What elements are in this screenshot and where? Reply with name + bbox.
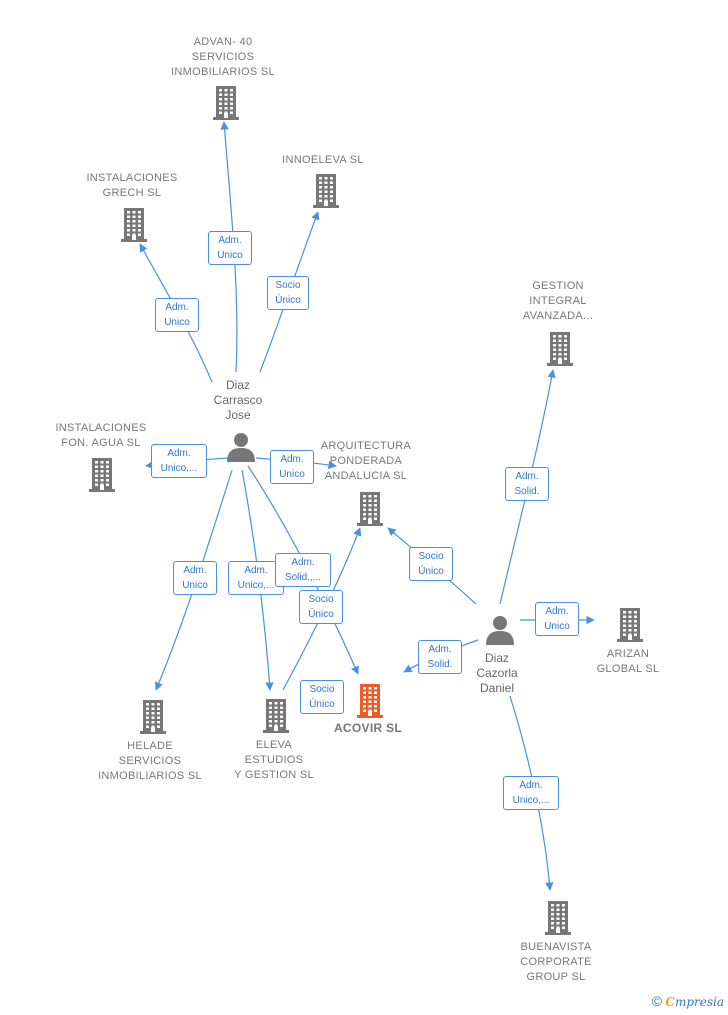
building-icon[interactable] bbox=[260, 697, 292, 738]
building-icon-highlighted[interactable] bbox=[354, 682, 386, 723]
building-icon[interactable] bbox=[118, 206, 150, 247]
person-label-cazorla[interactable]: Diaz Cazorla Daniel bbox=[476, 651, 518, 695]
relation-label: Socio Único bbox=[300, 680, 344, 714]
relation-label: Adm. Unico bbox=[173, 561, 217, 595]
company-label-innoeleva[interactable]: INNOELEVA SL bbox=[282, 154, 364, 166]
person-icon[interactable] bbox=[484, 614, 516, 651]
company-label-gestion[interactable]: GESTION INTEGRAL AVANZADA... bbox=[522, 280, 594, 322]
company-label-advan[interactable]: ADVAN- 40 SERVICIOS INMOBILIARIOS SL bbox=[171, 36, 275, 78]
relation-label: Adm. Solid. bbox=[418, 640, 462, 674]
company-label-eleva[interactable]: ELEVA ESTUDIOS Y GESTION SL bbox=[234, 739, 314, 781]
relation-label: Socio Único bbox=[299, 590, 343, 624]
person-icon[interactable] bbox=[225, 431, 257, 468]
company-label-arquitectura[interactable]: ARQUITECTURA PONDERADA ANDALUCIA SL bbox=[320, 440, 412, 482]
building-icon[interactable] bbox=[210, 84, 242, 125]
relation-label: Adm. Unico bbox=[208, 231, 252, 265]
copyright-icon: © bbox=[651, 993, 663, 1009]
company-label-helade[interactable]: HELADE SERVICIOS INMOBILIARIOS SL bbox=[98, 740, 202, 782]
relation-label: Adm. Solid. bbox=[505, 467, 549, 501]
relation-label: Adm. Unico bbox=[270, 450, 314, 484]
building-icon[interactable] bbox=[137, 698, 169, 739]
relation-label: Socio Único bbox=[267, 276, 309, 310]
relation-label: Adm. Unico bbox=[155, 298, 199, 332]
brand-footer: © Cmpresia bbox=[652, 993, 724, 1009]
relation-label: Adm. Unico,... bbox=[151, 444, 207, 478]
company-label-buenavista[interactable]: BUENAVISTA CORPORATE GROUP SL bbox=[520, 941, 592, 983]
building-icon[interactable] bbox=[614, 606, 646, 647]
relation-label: Adm. Unico,... bbox=[228, 561, 284, 595]
company-label-acovir[interactable]: ACOVIR SL bbox=[333, 721, 403, 735]
company-label-fonagua[interactable]: INSTALACIONES FON. AGUA SL bbox=[55, 422, 147, 449]
brand-logo: Cmpresia bbox=[665, 995, 724, 1009]
relation-label: Adm. Unico bbox=[535, 602, 579, 636]
company-label-arizan[interactable]: ARIZAN GLOBAL SL bbox=[596, 648, 660, 675]
building-icon[interactable] bbox=[354, 490, 386, 531]
building-icon[interactable] bbox=[542, 899, 574, 940]
relation-label: Adm. Unico,... bbox=[503, 776, 559, 810]
building-icon[interactable] bbox=[310, 172, 342, 213]
person-label-carrasco[interactable]: Diaz Carrasco Jose bbox=[213, 378, 263, 422]
relation-label: Socio Único bbox=[409, 547, 453, 581]
building-icon[interactable] bbox=[544, 330, 576, 371]
building-icon[interactable] bbox=[86, 456, 118, 497]
relation-label: Adm. Solid.,... bbox=[275, 553, 331, 587]
company-label-grech[interactable]: INSTALACIONES GRECH SL bbox=[86, 172, 178, 199]
